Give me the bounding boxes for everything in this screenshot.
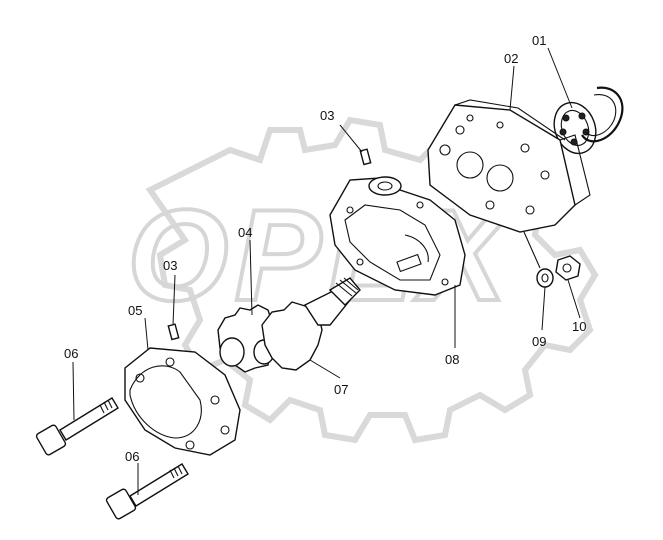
dowel-pin-upper-03 <box>359 148 372 166</box>
washer-part-09 <box>536 268 554 288</box>
callout-04: 04 <box>238 225 252 240</box>
snap-ring <box>581 86 624 143</box>
drive-gear-part-07 <box>261 277 361 371</box>
callout-03-upper: 03 <box>320 108 334 123</box>
bolt-lower-06 <box>105 463 189 520</box>
callout-02: 02 <box>504 51 518 66</box>
gear-housing-part-08 <box>329 176 466 296</box>
callout-01: 01 <box>532 33 546 48</box>
bolt-upper-06 <box>35 397 119 456</box>
callout-10: 10 <box>572 319 586 334</box>
callout-09: 09 <box>532 334 546 349</box>
callout-06-lower: 06 <box>125 449 139 464</box>
rear-cover-part-02 <box>427 99 591 233</box>
callout-labels: 01 02 03 03 04 05 06 06 07 08 09 10 <box>64 33 586 464</box>
dowel-pin-lower-03 <box>167 323 180 341</box>
callout-06-upper: 06 <box>64 346 78 361</box>
callout-07: 07 <box>334 382 348 397</box>
nut-part-10 <box>555 255 581 281</box>
callout-05: 05 <box>128 303 142 318</box>
leader-lines <box>72 47 581 495</box>
front-cover-part-05 <box>124 347 241 456</box>
callout-08: 08 <box>445 352 459 367</box>
callout-03-lower: 03 <box>163 258 177 273</box>
bearing-part-01 <box>553 101 597 155</box>
stud <box>523 231 541 269</box>
